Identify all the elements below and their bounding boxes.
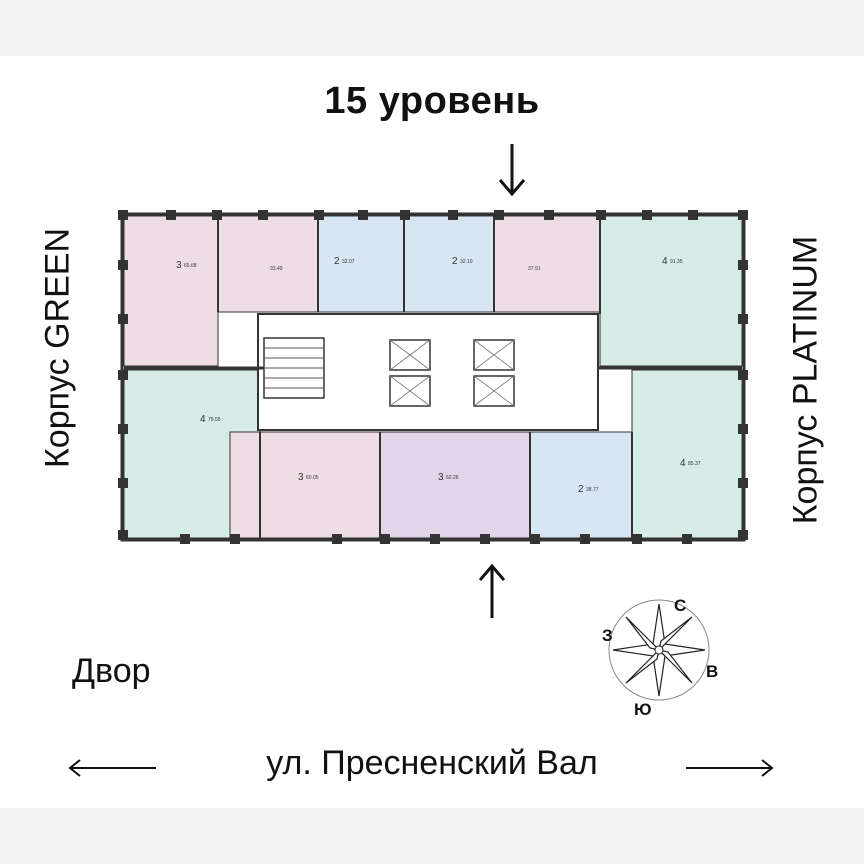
apartment-u6 (599, 215, 743, 367)
apartment-u2 (217, 215, 319, 313)
floor-title: 15 уровень (324, 80, 540, 122)
unit-area-label: 65.68 (184, 263, 197, 269)
street-label: ул. Пресненский Вал (266, 744, 598, 782)
arrow-left-icon (68, 759, 156, 777)
unit-area-label: 62.26 (446, 475, 459, 481)
unit-area-label: 32.10 (460, 259, 473, 265)
apartment-u4 (403, 215, 495, 313)
facade-columns (118, 210, 748, 544)
unit-area-label: 79.55 (208, 417, 221, 423)
top-arrow-icon (498, 144, 526, 197)
unit-rooms-label: 3 (298, 472, 304, 483)
apartment-u1 (123, 215, 219, 367)
unit-area-label: 38.77 (586, 487, 599, 493)
compass-west-label: З (602, 626, 613, 645)
unit-area-label: 85.37 (688, 461, 701, 467)
unit-rooms-label: 2 (578, 484, 584, 495)
unit-area-label: 60.05 (306, 475, 319, 481)
apartment-u8 (229, 431, 381, 539)
building-green-label: Корпус GREEN (38, 227, 77, 469)
unit-rooms-label: 4 (680, 458, 686, 469)
unit-area-label: 33.49 (270, 266, 283, 272)
unit-labels: 3 65.68 33.49 2 32.07 2 32.10 37.91 4 91… (176, 256, 701, 495)
apartment-u5 (493, 215, 601, 313)
apartment-u9 (379, 431, 531, 539)
compass-icon (608, 599, 710, 701)
unit-area-label: 32.07 (342, 259, 355, 265)
courtyard-label: Двор (72, 652, 151, 690)
unit-rooms-label: 3 (176, 260, 182, 271)
unit-rooms-label: 4 (200, 414, 206, 425)
floor-plan: 3 65.68 33.49 2 32.07 2 32.10 37.91 4 91… (118, 210, 748, 544)
compass-north-label: С (674, 596, 687, 615)
bottom-arrow-icon (478, 563, 506, 618)
apartment-u3 (317, 215, 405, 313)
unit-rooms-label: 2 (452, 256, 458, 267)
building-platinum-label: Корпус PLATINUM (786, 235, 825, 525)
apartment-u11 (631, 369, 743, 539)
compass-east-label: В (706, 662, 719, 681)
unit-area-label: 37.91 (528, 266, 541, 272)
unit-rooms-label: 3 (438, 472, 444, 483)
apartment-blocks (123, 215, 743, 539)
unit-area-label: 91.35 (670, 259, 683, 265)
compass-south-label: Ю (634, 700, 652, 719)
unit-rooms-label: 4 (662, 256, 668, 267)
unit-rooms-label: 2 (334, 256, 340, 267)
arrow-right-icon (686, 759, 774, 777)
